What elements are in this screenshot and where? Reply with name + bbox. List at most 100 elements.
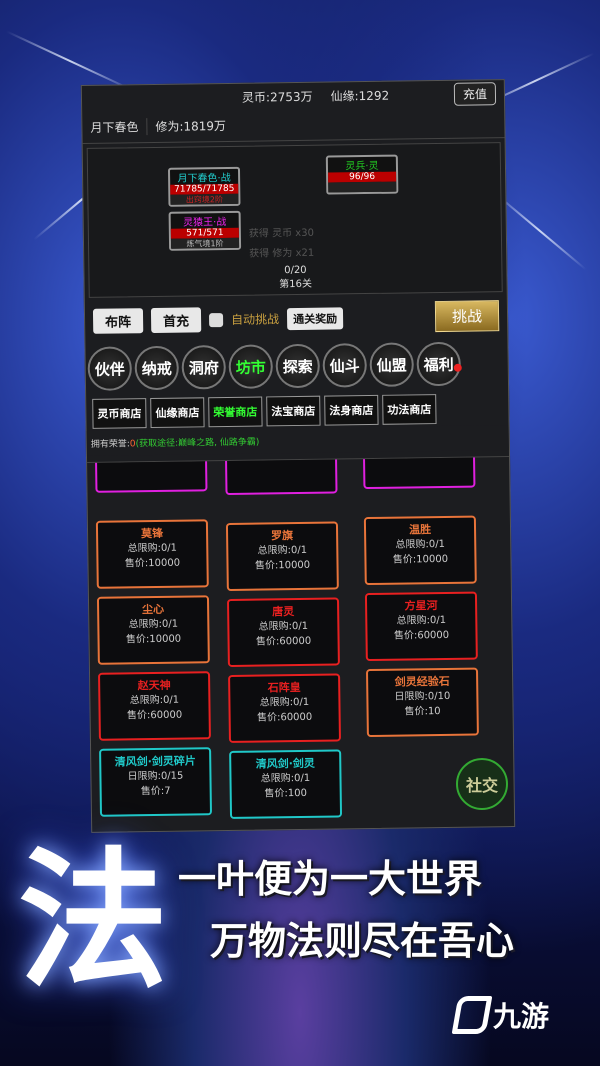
honor-hint: (获取途径:巅峰之路, 仙路争霸): [135, 437, 260, 450]
auto-challenge-checkbox[interactable]: [209, 312, 224, 327]
shop-item[interactable]: 石阵皇总限购:0/1 售价:60000: [228, 673, 341, 743]
challenge-button[interactable]: 挑战: [434, 300, 500, 333]
item-name: 方星河: [404, 599, 438, 613]
nav-label: 洞府: [188, 358, 219, 378]
spirit-coin: 灵币:2753万: [241, 89, 313, 105]
shop-item[interactable]: 售价:1000: [94, 456, 208, 493]
item-name: 剑灵经验石: [394, 674, 450, 689]
nav-7[interactable]: 福利: [416, 341, 462, 387]
unit-hp: 71785/71785: [170, 183, 239, 195]
ally-unit[interactable]: 月下春色·战 71785/71785 出窍境2阶: [167, 166, 241, 207]
item-name: 罗旗: [271, 529, 294, 543]
item-limit: 总限购:0/1: [257, 544, 308, 557]
shop-tab[interactable]: 荣誉商店: [208, 396, 263, 428]
item-name: 清风剑·剑灵: [255, 756, 315, 771]
shop-item[interactable]: 总限购:0/1售价:2000: [362, 456, 476, 490]
lightning: [6, 30, 134, 92]
item-name: 清风剑·剑灵碎片: [114, 754, 196, 769]
first-recharge-button[interactable]: 首充: [150, 307, 202, 334]
item-name: 唐灵: [272, 605, 295, 619]
shop-item[interactable]: 温胜总限购:0/1 售价:10000: [363, 515, 477, 586]
shop-tab[interactable]: 灵币商店: [92, 398, 147, 429]
nav-4[interactable]: 探索: [275, 343, 321, 389]
item-limit: 总限购:0/1: [396, 614, 447, 627]
main-nav: 伙伴纳戒洞府坊市探索仙斗仙盟福利: [85, 335, 508, 397]
promo-line-2: 万物法则尽在吾心: [210, 918, 515, 963]
item-limit: 日限购:0/15: [127, 770, 184, 783]
shop-tab[interactable]: 法身商店: [324, 394, 379, 426]
enemy-unit[interactable]: 灵兵·灵 96/96: [325, 154, 399, 195]
shop-tab[interactable]: 法宝商店: [266, 395, 321, 427]
item-price: 售价:60000: [255, 635, 312, 648]
unit-realm: 炼气境1阶: [170, 237, 240, 249]
shop-item[interactable]: 清风剑·剑灵总限购:0/1 售价:100: [229, 749, 343, 819]
item-name: 温胜: [408, 523, 432, 537]
nav-2[interactable]: 洞府: [181, 345, 227, 390]
action-row: 布阵 首充 自动挑战 通关奖励 挑战: [85, 296, 508, 341]
item-price: 售价:10000: [392, 553, 449, 566]
cultivation: 修为:1819万: [155, 118, 227, 134]
nav-label: 纳戒: [141, 359, 172, 378]
shop-item[interactable]: 剑灵经验石日限购:0/10 售价:10: [365, 667, 479, 738]
unit-name: 灵猿王·战: [183, 216, 227, 229]
shop-tab[interactable]: 仙缘商店: [150, 397, 205, 429]
unit-realm: [328, 181, 397, 193]
item-name: 赵天神: [137, 678, 171, 693]
formation-button[interactable]: 布阵: [92, 308, 144, 334]
item-price: 售价:60000: [126, 709, 183, 722]
item-price: 售价:7: [140, 785, 171, 798]
nav-1[interactable]: 纳戒: [134, 345, 180, 391]
item-limit: 总限购:0/1: [128, 618, 179, 631]
honor-info: 拥有荣誉:0(获取途径:巅峰之路, 仙路争霸): [86, 425, 509, 456]
shop-item[interactable]: 赵天神总限购:0/1 售价:60000: [98, 671, 211, 741]
promo-line-1: 一叶便为一大世界: [178, 856, 483, 901]
nav-label: 探索: [282, 357, 313, 376]
shop-item[interactable]: 方星河总限购:0/1 售价:60000: [364, 591, 478, 662]
nav-3[interactable]: 坊市: [228, 344, 274, 389]
item-price: 售价:10: [404, 706, 441, 718]
lightning: [493, 191, 587, 271]
item-price: 售价:10000: [124, 557, 181, 570]
resource-bar: 灵币:2753万 仙缘:1292 充值: [192, 80, 504, 110]
item-limit: 总限购:0/1: [259, 696, 310, 709]
item-limit: 总限购:0/1: [395, 538, 446, 551]
nav-5[interactable]: 仙斗: [322, 343, 368, 388]
clear-reward-button[interactable]: 通关奖励: [286, 306, 344, 330]
nav-6[interactable]: 仙盟: [369, 342, 415, 387]
reward-log: 获得 灵币 x30: [248, 227, 314, 240]
nav-label: 仙斗: [329, 356, 360, 376]
item-name: 石阵皇: [267, 680, 301, 695]
item-limit: 总限购:0/1: [258, 620, 309, 633]
item-price: 售价:60000: [393, 629, 450, 642]
item-price: 售价:60000: [256, 711, 313, 724]
recharge-button[interactable]: 充值: [453, 81, 497, 106]
logo-mark-icon: [451, 996, 493, 1034]
shop-item[interactable]: 尘心总限购:0/1 售价:10000: [96, 595, 210, 665]
battle-area: 月下春色·战 71785/71785 出窍境2阶 灵猿王·战 571/571 炼…: [86, 142, 503, 298]
item-limit: 总限购:0/1: [260, 772, 311, 785]
auto-challenge-label: 自动挑战: [231, 312, 280, 327]
honor-label: 拥有荣誉:: [90, 439, 130, 450]
item-grid: 售价:1000售价:100总限购:0/1售价:2000莫锋总限购:0/1售价:1…: [87, 456, 515, 833]
shop-tab[interactable]: 功法商店: [382, 394, 437, 425]
reward-log: 获得 修为 x21: [249, 247, 315, 260]
unit-name: 灵兵·灵: [345, 160, 379, 173]
nav-0[interactable]: 伙伴: [87, 346, 133, 391]
social-button[interactable]: 社交: [456, 758, 508, 810]
player-bar: 月下春色 修为:1819万: [82, 106, 505, 144]
item-name: 尘心: [142, 602, 165, 617]
player-name: 月下春色: [82, 118, 148, 136]
item-limit: 日限购:0/10: [394, 690, 451, 703]
item-limit: 总限购:0/1: [129, 694, 180, 707]
shop-item[interactable]: 售价:100: [224, 456, 338, 496]
item-price: 售价:10000: [125, 633, 182, 646]
item-price: 售价:100: [264, 787, 308, 800]
shop-item[interactable]: 唐灵总限购:0/1 售价:60000: [226, 597, 340, 667]
nav-label: 坊市: [235, 357, 266, 377]
item-price: 售价:2000: [365, 456, 473, 457]
ally-unit[interactable]: 灵猿王·战 571/571 炼气境1阶: [168, 210, 242, 251]
item-limit: 总限购:0/1: [127, 542, 178, 555]
logo-text: 九游: [493, 1000, 550, 1033]
